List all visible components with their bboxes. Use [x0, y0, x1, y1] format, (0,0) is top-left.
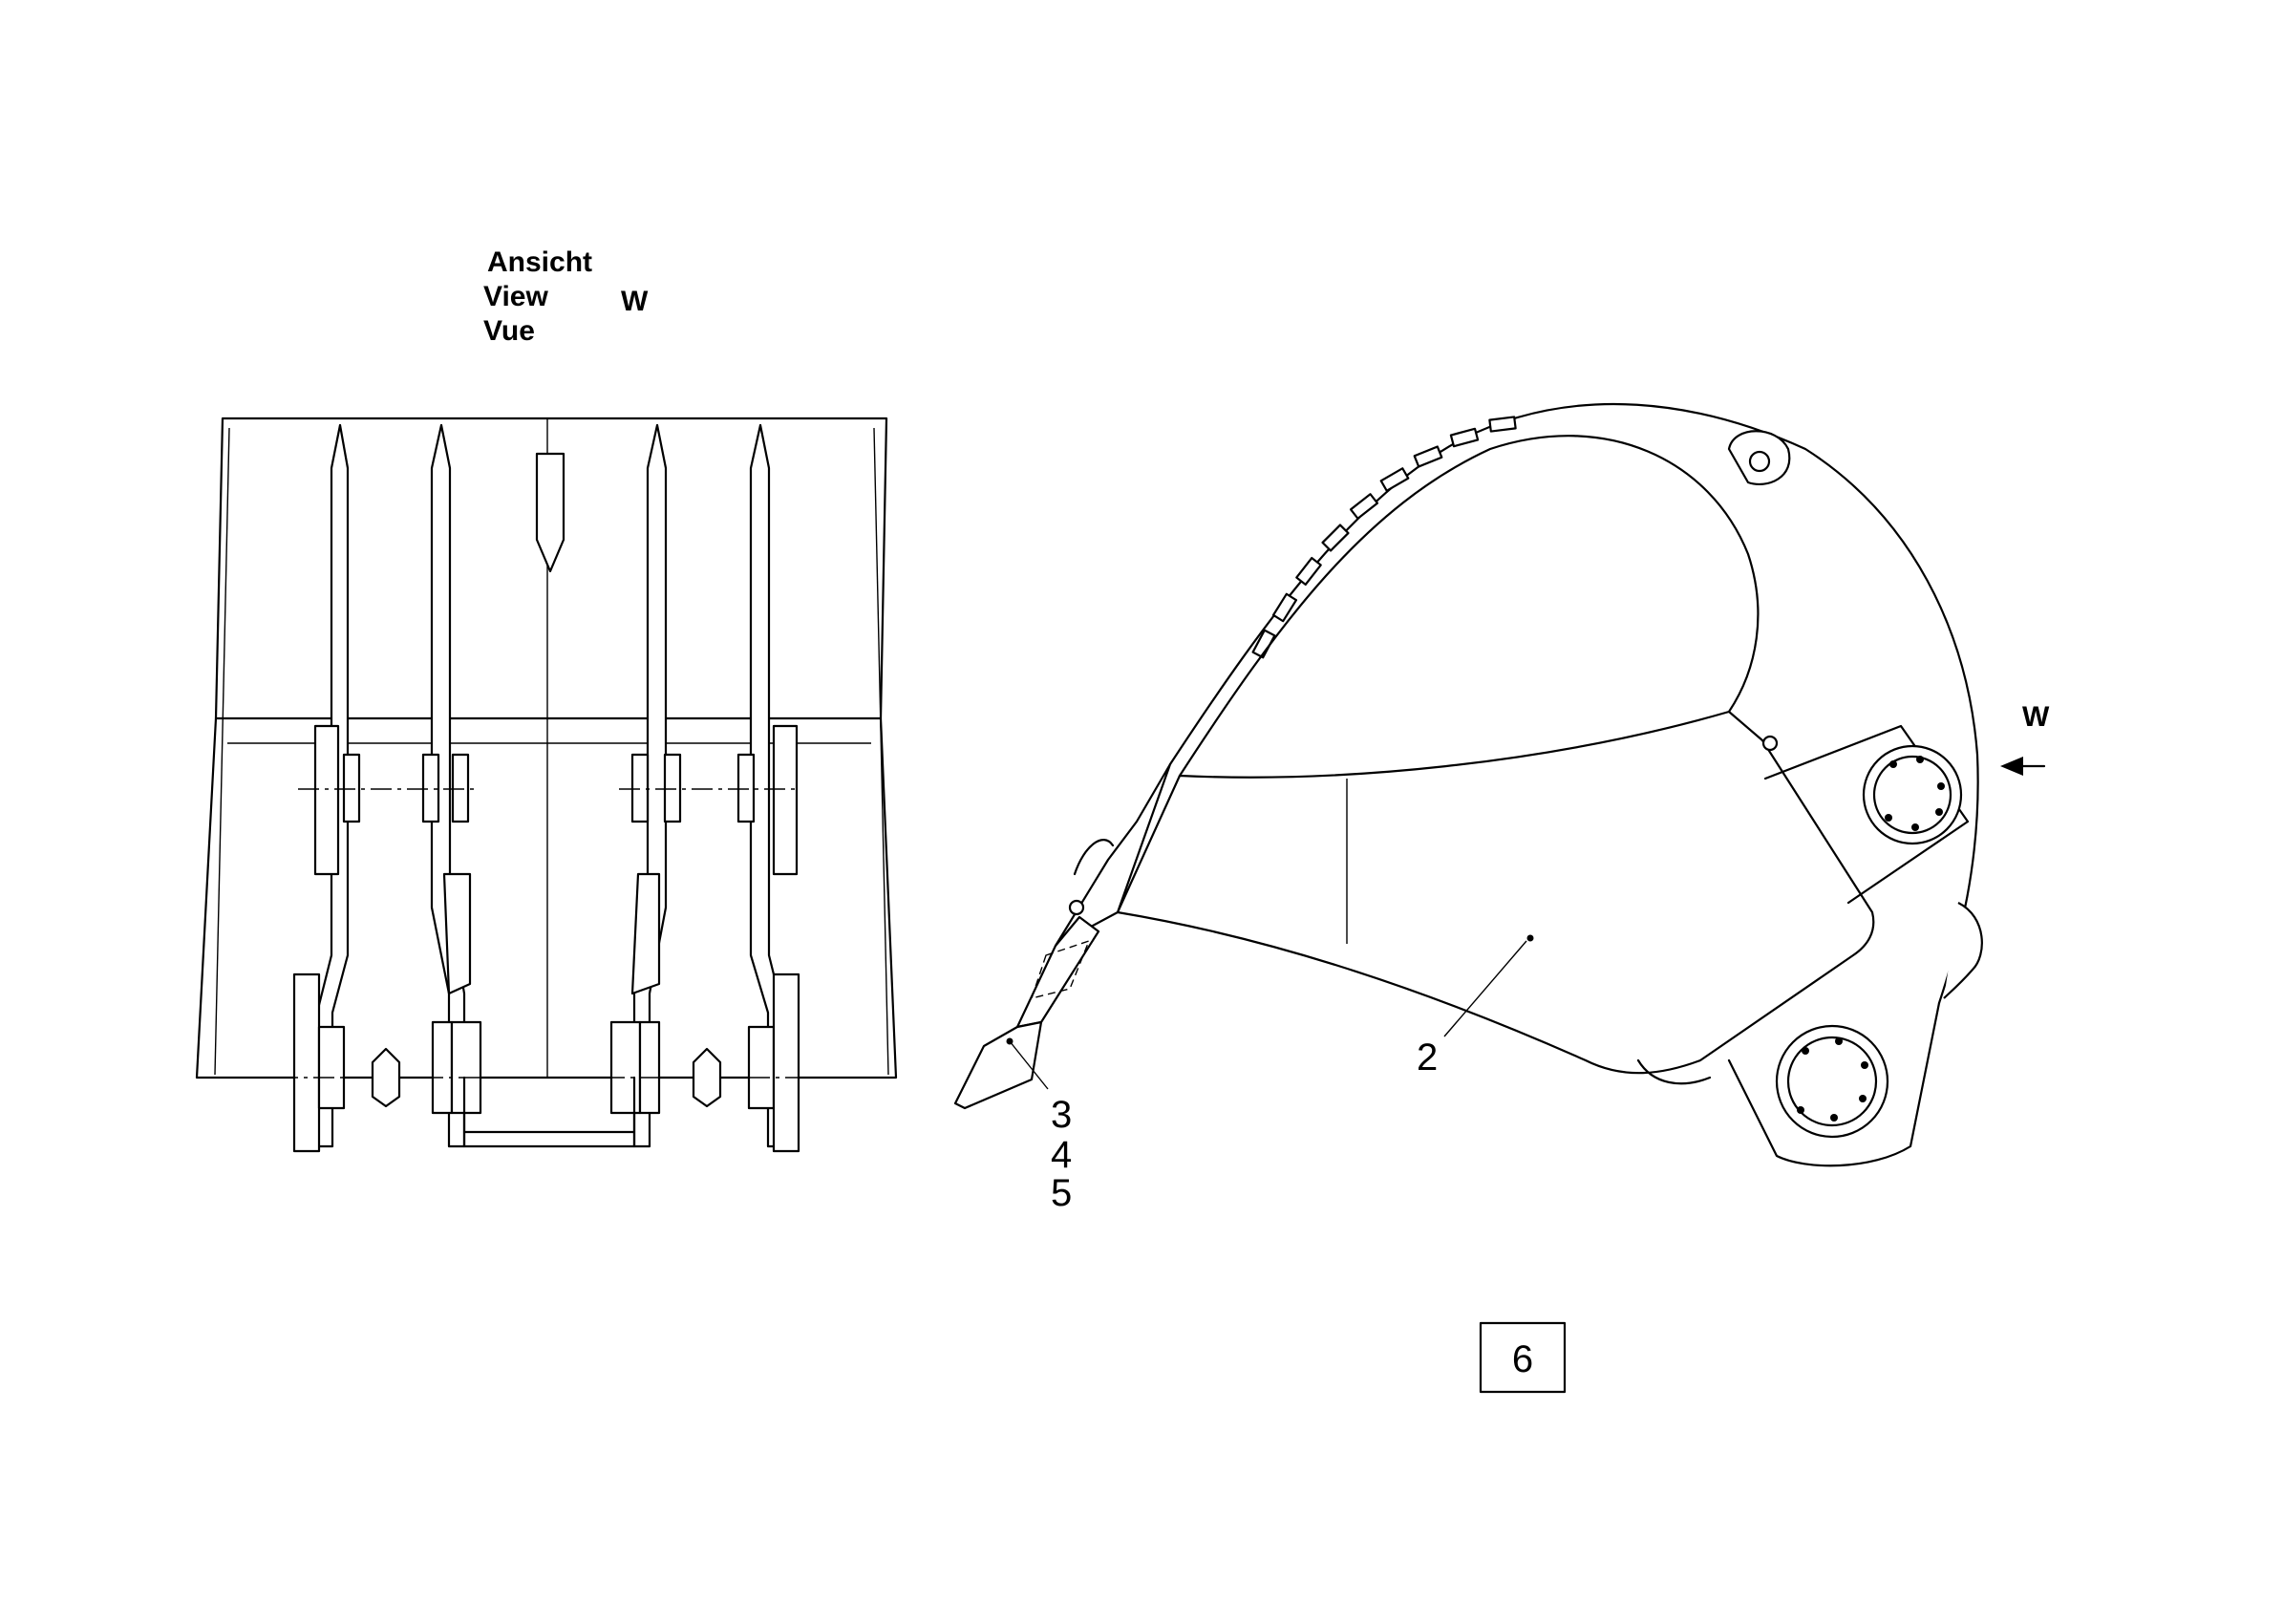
front-lower-boss-6 — [747, 1025, 776, 1110]
front-web-left — [442, 872, 472, 995]
side-lower-pin-bolts — [1797, 1037, 1868, 1122]
view-arrow-head — [2000, 757, 2023, 776]
front-lower-link — [462, 1076, 636, 1148]
figure-number-frame — [1479, 1321, 1567, 1394]
front-lower-boss-3 — [450, 1020, 482, 1115]
bucket-front-left-inner — [214, 427, 230, 1076]
callout-leader-2 — [1443, 940, 1527, 1037]
front-upper-boss-6 — [736, 753, 756, 823]
front-upper-boss-4 — [630, 753, 650, 823]
front-lower-plate-1 — [292, 972, 321, 1153]
side-upper-pin-inner — [1872, 755, 1952, 835]
front-upper-boss-5 — [663, 753, 682, 823]
side-rear-hook — [1943, 902, 1983, 999]
side-bottom-lip — [1636, 1058, 1712, 1085]
side-tooth-hidden-lines — [1030, 939, 1091, 999]
view-label-ansicht: Ansicht — [487, 246, 592, 278]
front-small-tooth-left — [371, 1047, 401, 1108]
side-tooth-shroud — [1073, 839, 1115, 876]
side-tooth-holder — [1015, 915, 1100, 1029]
side-plate-rivet — [1761, 735, 1779, 752]
front-upper-boss-2 — [421, 753, 440, 823]
front-lower-boss-2 — [431, 1020, 454, 1115]
side-lifting-eye-hole — [1748, 450, 1771, 473]
callout-leader-345 — [1009, 1040, 1049, 1090]
view-label-vue: Vue — [483, 315, 535, 347]
callout-2: 2 — [1417, 1036, 1438, 1079]
view-label-view: View — [483, 281, 548, 312]
figure-number-box: 6 — [1479, 1321, 1567, 1394]
side-tooth-tip — [953, 1020, 1043, 1110]
side-tooth-pin — [1068, 899, 1085, 916]
bucket-front-view — [195, 417, 898, 1153]
front-upper-plate-right — [772, 724, 799, 876]
front-upper-boss-3 — [451, 753, 470, 823]
front-lower-boss-1 — [317, 1025, 346, 1110]
callout-4: 4 — [1051, 1134, 1072, 1176]
view-w-label: Ansicht View Vue W — [483, 246, 649, 347]
front-lower-boss-5 — [638, 1020, 661, 1115]
side-plate — [1116, 710, 1875, 1075]
bucket-front-right-inner — [873, 427, 889, 1076]
callouts: 2 3 4 5 — [1006, 940, 1527, 1214]
front-web-right — [630, 872, 661, 995]
callout-5: 5 — [1051, 1172, 1072, 1214]
view-arrow-w: W — [2000, 701, 2050, 776]
view-label-letter: W — [621, 286, 649, 317]
front-center-tooth — [535, 452, 565, 573]
side-wear-strips — [1251, 416, 1517, 659]
bucket-side-view — [953, 402, 1983, 1167]
view-arrow-label: W — [2022, 701, 2050, 733]
front-lower-boss-4 — [609, 1020, 642, 1115]
side-plate-center-dot — [1526, 934, 1534, 942]
side-upper-pin-bolts — [1885, 756, 1945, 831]
front-upper-boss-1 — [342, 753, 361, 823]
side-lower-pin-inner — [1786, 1036, 1878, 1127]
side-inner-curve — [1178, 435, 1760, 778]
figure-number: 6 — [1512, 1338, 1533, 1380]
front-upper-plate-left — [313, 724, 340, 876]
callout-3: 3 — [1051, 1094, 1072, 1136]
front-lower-plate-2 — [772, 972, 800, 1153]
side-lower-boss-arms — [1727, 1001, 1941, 1167]
front-small-tooth-right — [692, 1047, 722, 1108]
